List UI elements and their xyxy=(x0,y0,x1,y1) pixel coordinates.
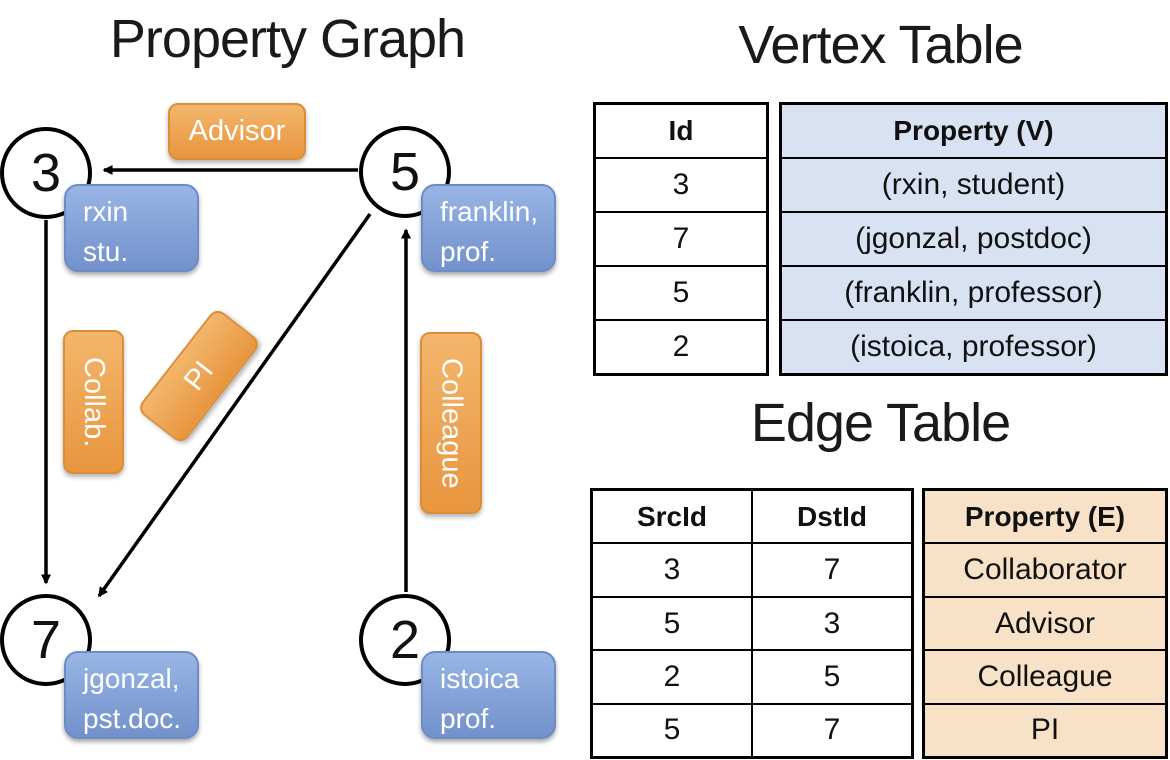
node-property-box-3: rxin stu. xyxy=(64,184,199,272)
edge-table-property-header: Property (E) xyxy=(925,491,1165,543)
vertex-table-id-cell: 5 xyxy=(596,265,766,319)
node-property-line: stu. xyxy=(83,235,129,267)
property-graph-title: Property Graph xyxy=(109,9,466,69)
edge-table-property-cell: Advisor xyxy=(925,595,1165,650)
node-property-box-7: jgonzal, pst.doc. xyxy=(64,651,199,739)
edge-table-id-columns: SrcId 3 5 2 5 DstId 7 3 5 7 xyxy=(590,488,914,759)
edge-label-pi: PI xyxy=(136,306,262,446)
vertex-table-id-cell: 7 xyxy=(596,211,766,265)
edge-table-dstid-header: DstId xyxy=(797,500,867,532)
node-property-line: franklin, xyxy=(440,196,539,227)
node-property-line: prof. xyxy=(440,235,497,267)
node-id-label: 2 xyxy=(389,610,421,670)
node-property-line: istoica xyxy=(440,663,520,694)
node-property-box-5: franklin, prof. xyxy=(421,184,556,272)
edge-table-dstid-cell: 5 xyxy=(753,649,911,702)
edge-table-srcid-cell: 2 xyxy=(593,649,751,702)
edge-table-property-cell: Colleague xyxy=(925,649,1165,703)
edge-table-srcid-cell: 3 xyxy=(593,542,751,595)
node-id-label: 5 xyxy=(389,142,421,202)
vertex-table-id-cell: 2 xyxy=(596,319,766,373)
edge-table-property-cell: Collaborator xyxy=(925,542,1165,596)
vertex-table-property-cell: (franklin, professor) xyxy=(782,265,1165,319)
node-id-label: 3 xyxy=(30,143,62,203)
edge-table-dstid-column: DstId 7 3 5 7 xyxy=(753,491,911,756)
edge-table-property-cell: PI xyxy=(925,702,1165,757)
graph-node-5: 5 xyxy=(359,126,451,218)
vertex-table-title: Vertex Table xyxy=(738,15,1023,75)
vertex-table-property-cell: (jgonzal, postdoc) xyxy=(782,211,1165,265)
node-property-line: pst.doc. xyxy=(83,702,182,734)
edge-table-srcid-column: SrcId 3 5 2 5 xyxy=(593,491,753,756)
graph-node-3: 3 xyxy=(0,127,92,219)
edge-table-srcid-header: SrcId xyxy=(636,500,708,532)
edge-table-dstid-cell: 3 xyxy=(753,595,911,649)
vertex-table-property-cell: (rxin, student) xyxy=(782,157,1165,211)
edge-table-property-column: Property (E) Collaborator Advisor Collea… xyxy=(922,488,1168,759)
edge-label-collab: Collab. xyxy=(63,330,124,474)
vertex-table-id-column: Id 3 7 5 2 xyxy=(593,102,769,376)
node-property-line: jgonzal, xyxy=(83,663,180,694)
node-id-label: 7 xyxy=(30,610,62,670)
vertex-table-property-cell: (istoica, professor) xyxy=(782,319,1165,373)
edge-table-srcid-cell: 5 xyxy=(593,702,751,756)
node-property-box-2: istoica prof. xyxy=(421,651,556,739)
edge-label-colleague: Colleague xyxy=(420,332,482,514)
node-property-line: prof. xyxy=(440,702,497,734)
edge-table-srcid-cell: 5 xyxy=(593,595,751,649)
vertex-table-id-cell: 3 xyxy=(596,157,766,211)
vertex-table-id-header: Id xyxy=(668,115,694,146)
node-property-line: rxin xyxy=(83,196,129,227)
edge-table-dstid-cell: 7 xyxy=(753,542,911,595)
vertex-table-property-column: Property (V) (rxin, student) (jgonzal, p… xyxy=(779,102,1168,376)
vertex-table-property-header: Property (V) xyxy=(782,105,1165,157)
edge-label-advisor: Advisor xyxy=(168,103,306,160)
edge-table-title: Edge Table xyxy=(750,393,1011,453)
edge-table-dstid-cell: 7 xyxy=(753,702,911,756)
